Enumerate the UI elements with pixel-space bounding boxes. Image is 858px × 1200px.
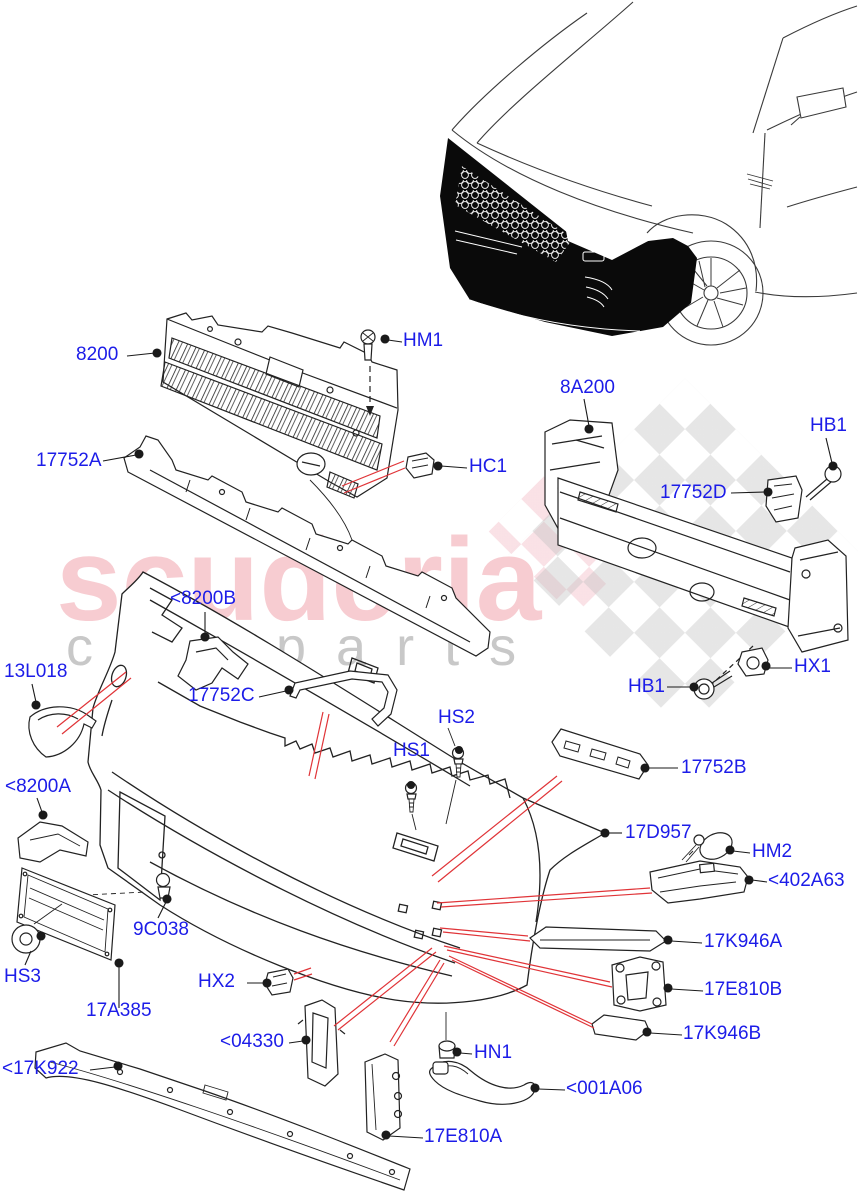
part-label-HX1[interactable]: HX1: [794, 656, 831, 677]
part-label-8A200[interactable]: 8A200: [560, 377, 615, 398]
part-label-HB1-bottom[interactable]: HB1: [628, 676, 665, 697]
part-label-8200A[interactable]: <8200A: [5, 776, 72, 797]
part-label-13L018[interactable]: 13L018: [4, 661, 68, 682]
part-label-HX2[interactable]: HX2: [198, 971, 235, 992]
part-label-17K946A[interactable]: 17K946A: [704, 931, 783, 952]
part-label-8200[interactable]: 8200: [76, 344, 119, 365]
part-reinforcement-beam-8A200: [544, 419, 849, 700]
part-label-HM2[interactable]: HM2: [752, 841, 793, 862]
part-label-17752A[interactable]: 17752A: [36, 450, 102, 471]
part-label-17E810A[interactable]: 17E810A: [424, 1126, 503, 1147]
part-label-17752B[interactable]: 17752B: [681, 757, 747, 778]
vehicle-thumbnail: [440, 1, 858, 346]
part-label-17K946B[interactable]: 17K946B: [683, 1023, 762, 1044]
pointer-lines: [56, 460, 653, 1047]
part-label-17752D[interactable]: 17752D: [660, 482, 727, 503]
part-label-17K922[interactable]: <17K922: [2, 1058, 79, 1079]
part-label-HS2[interactable]: HS2: [438, 707, 475, 728]
leader-lines: [24, 334, 838, 1140]
part-bumper-cover: [87, 479, 607, 1004]
part-label-17752C[interactable]: 17752C: [188, 685, 255, 706]
part-label-HC1[interactable]: HC1: [469, 456, 508, 477]
part-grille-8200: [160, 312, 399, 499]
part-label-HS1[interactable]: HS1: [393, 740, 430, 761]
part-label-402A63[interactable]: <402A63: [768, 870, 845, 891]
part-label-HN1[interactable]: HN1: [474, 1042, 513, 1063]
part-energy-absorber-17752A: [123, 435, 491, 657]
part-label-HM1[interactable]: HM1: [403, 330, 444, 351]
part-label-9C038[interactable]: 9C038: [133, 919, 189, 940]
part-label-17D957[interactable]: 17D957: [625, 822, 692, 843]
part-label-04330[interactable]: <04330: [220, 1031, 284, 1052]
part-label-17E810B[interactable]: 17E810B: [704, 979, 783, 1000]
part-label-HS3[interactable]: HS3: [4, 966, 41, 987]
part-label-001A06[interactable]: <001A06: [566, 1078, 643, 1099]
part-label-HB1-top[interactable]: HB1: [810, 415, 847, 436]
part-label-17A385[interactable]: 17A385: [86, 1000, 152, 1021]
part-label-8200B[interactable]: <8200B: [170, 588, 237, 609]
